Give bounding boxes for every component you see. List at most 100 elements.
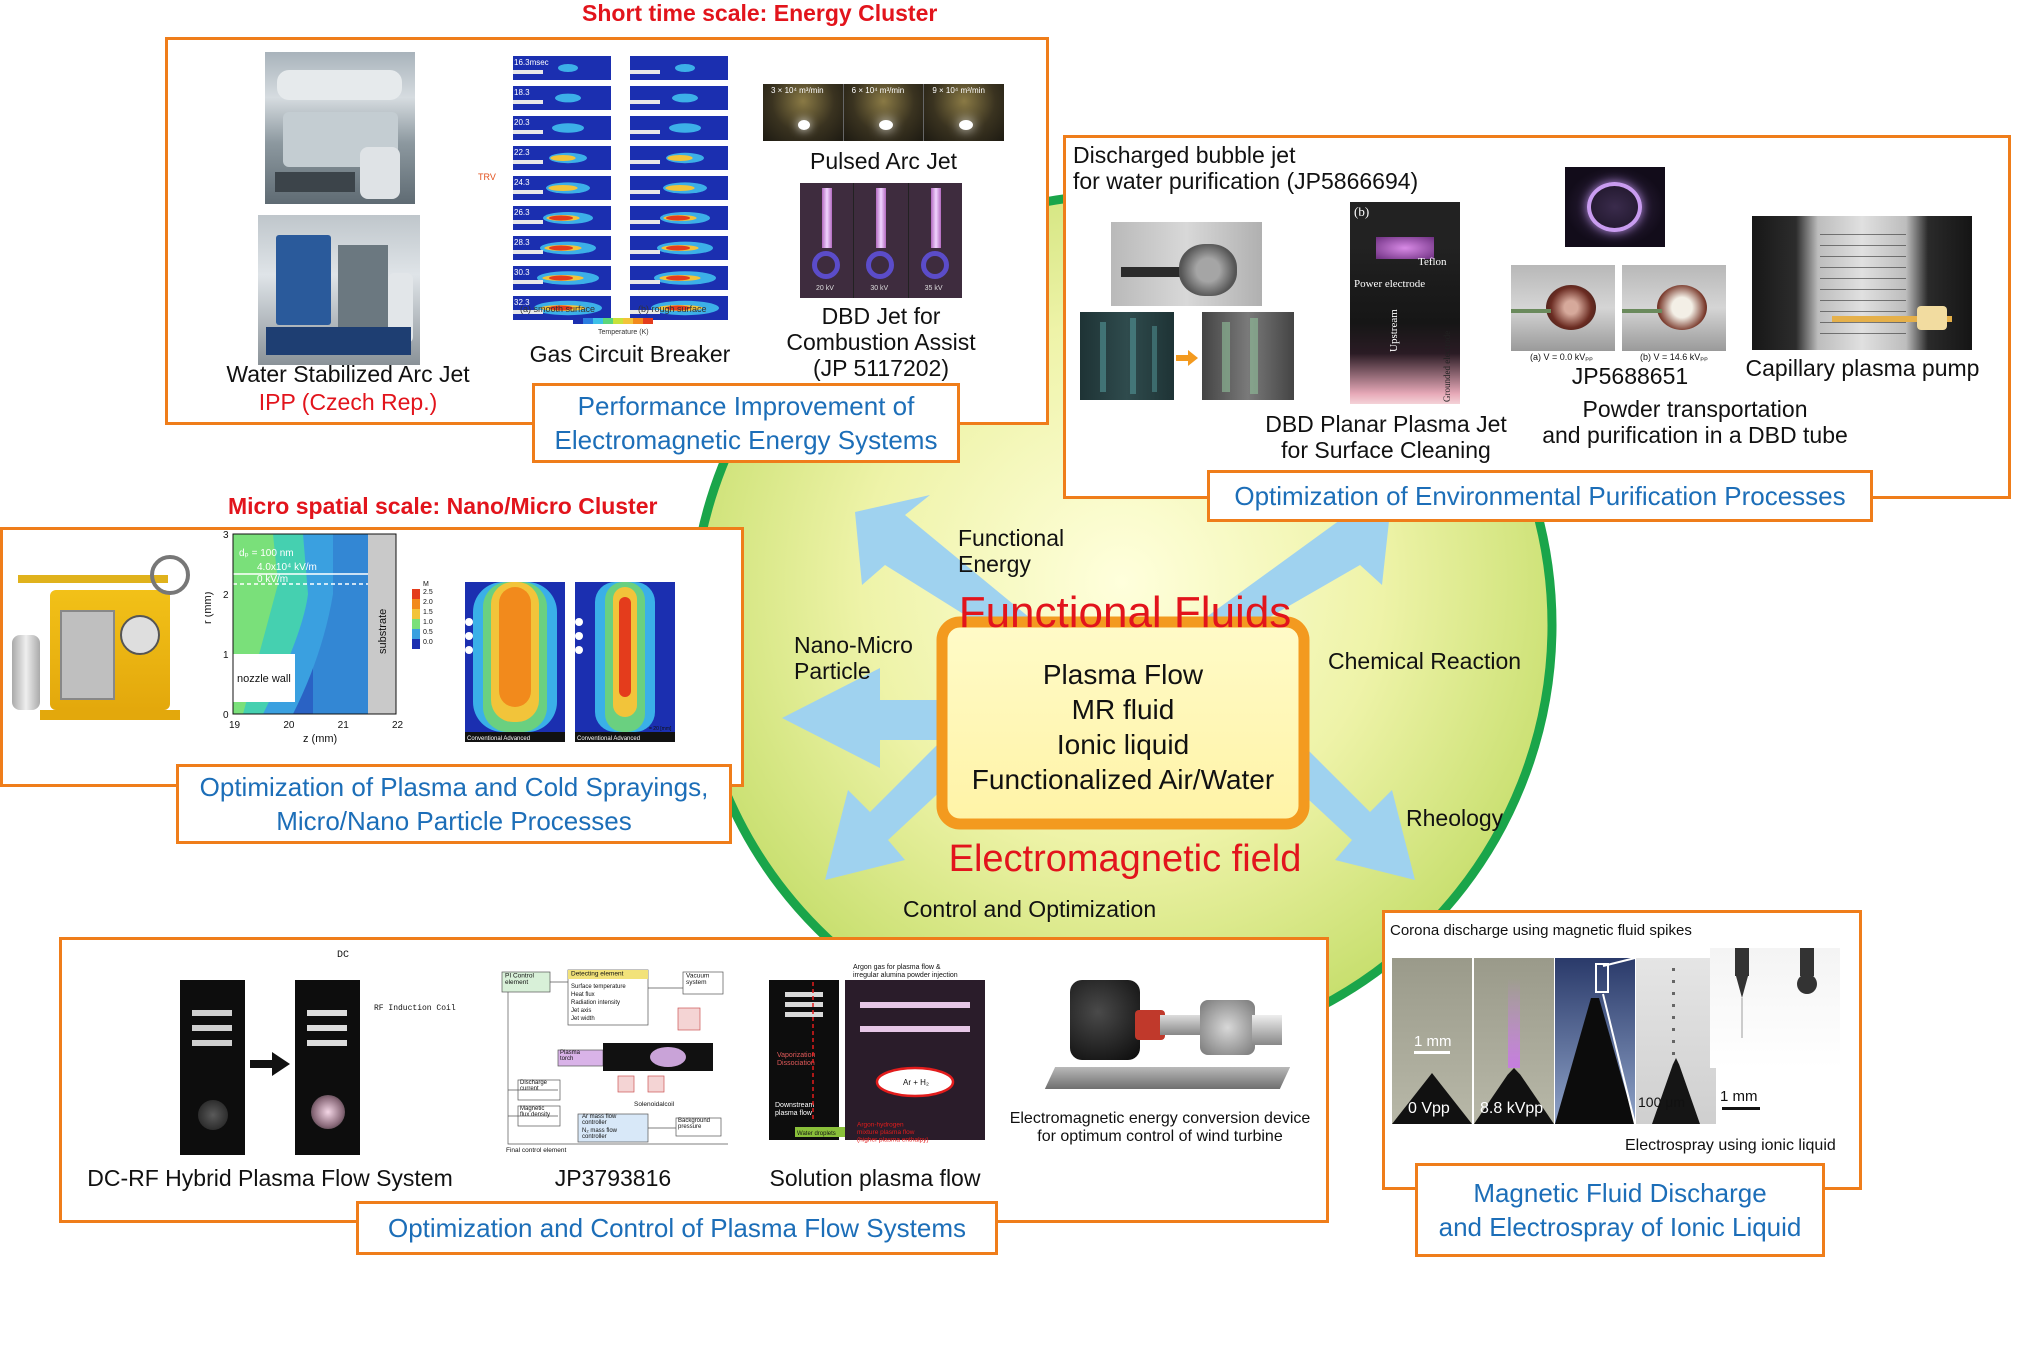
energy-cluster-title: Short time scale: Energy Cluster (582, 0, 938, 26)
block-ar-text: Ar mass flow (582, 1114, 617, 1120)
dbd-label-1: 20 kV (816, 285, 834, 292)
dcrf-dc-label: DC (337, 950, 350, 961)
block-detect-item: Radiation intensity (571, 1000, 620, 1006)
scale-bar (1722, 1107, 1760, 1110)
gcb-electrode (630, 280, 660, 284)
gcb-core (667, 155, 693, 161)
solution-argon-text: Argon gas for plasma flow & (853, 964, 941, 971)
corona-88kv-photo: 8.8 kVpp (1474, 958, 1554, 1124)
spray-machine-photo (10, 555, 200, 750)
gcb-core (550, 155, 576, 161)
solution-electrode (785, 1012, 823, 1017)
dbd-label-3: 35 kV (924, 285, 943, 292)
block-n2-text: N₂ mass flow (582, 1128, 618, 1134)
plot-ytick: 3 (223, 530, 229, 541)
caption-pulsed: Pulsed Arc Jet (809, 148, 958, 174)
label-environmental: Optimization of Environmental Purificati… (1207, 470, 1873, 522)
solution-vapor-text: Vaporization (777, 1052, 816, 1059)
caption-dbd-planar: DBD Planar Plasma Jet for Surface Cleani… (1265, 411, 1507, 464)
powder-b-label: (b) V = 14.6 kVₚₚ (1640, 352, 1708, 362)
planar-power-label: Power electrode (1354, 278, 1426, 290)
block-pi-text: element (505, 979, 528, 986)
solution-water-text: Water droplets (797, 1131, 836, 1137)
corona-zoom-photo: 100 μm (1636, 958, 1716, 1124)
solution-arh-ellipse (875, 1066, 955, 1098)
block-pi-text: PI Control (505, 973, 534, 980)
center-item-air-water: Functionalized Air/Water (971, 764, 1275, 795)
plot-line2-label: 0 kV/m (257, 574, 288, 585)
powder-tube-b-photo (1622, 265, 1726, 351)
caption-water-arc: Water Stabilized Arc Jet (226, 361, 470, 387)
gcb-simulation: 16.3msec18.320.322.324.326.328.330.332.3… (478, 56, 728, 336)
planar-b-label: (b) (1354, 204, 1370, 219)
caption-dbd-jp: (JP 5117202) (813, 355, 949, 381)
caption-capillary: Capillary plasma pump (1745, 355, 1980, 381)
solution-electrode (785, 1002, 823, 1007)
gcb-plume (552, 123, 584, 133)
gcb-electrode (630, 220, 660, 224)
gcb-electrode (513, 280, 543, 284)
corona-0v-photo: 1 mm 0 Vpp (1392, 958, 1472, 1124)
contour-dot (575, 632, 583, 640)
gcb-plume (675, 64, 695, 72)
gcb-right-label: (b) rough surface (638, 304, 707, 314)
label-performance-improvement: Performance Improvement of Electromagnet… (532, 383, 960, 463)
gcb-time-label: 20.3 (514, 118, 530, 127)
center-item-plasma: Plasma Flow (1042, 659, 1204, 690)
gcb-hot (666, 275, 690, 281)
block-solenoid-text: Solenoidalcoil (634, 1101, 675, 1108)
plot-colorbar-cell (412, 639, 420, 649)
center-items: Plasma Flow MR fluid Ionic liquid Functi… (942, 657, 1304, 797)
plot-colorbar-label: 1.0 (423, 619, 433, 626)
dcrf-before-photo (180, 980, 245, 1155)
water-arc-photo-bottom (258, 215, 420, 365)
gcb-hot (666, 305, 690, 311)
dbd-jet-photo: 20 kV 30 kV 35 kV (800, 183, 962, 298)
gcb-electrode (630, 130, 660, 134)
gcb-hot (666, 245, 690, 251)
planar-ground-label: Grounded electrode (1442, 330, 1452, 402)
electromagnetic-field-title: Electromagnetic field (948, 838, 1302, 880)
gcb-plume (558, 64, 578, 72)
block-vacuum-text: system (686, 979, 707, 986)
plot-dp-label: dₚ = 100 nm (239, 548, 294, 559)
gcb-core (548, 185, 578, 191)
plot-region-4 (313, 534, 368, 714)
contour-dot (465, 646, 473, 654)
gcb-electrode (513, 100, 543, 104)
block-magnetic-text: flux density (520, 1112, 550, 1118)
gcb-colorbar-cell (623, 318, 633, 324)
electrospray-2-photo (1775, 948, 1840, 1068)
label-chemical-reaction: Chemical Reaction (1328, 648, 1522, 674)
gcb-electrode (630, 160, 660, 164)
center-item-ionic: Ionic liquid (1056, 729, 1190, 760)
electrospray-label: Electrospray using ionic liquid (1625, 1137, 1836, 1154)
block-discharge-text: current (520, 1086, 539, 1092)
gcb-time-label: 28.3 (514, 238, 530, 247)
gcb-time-label: 22.3 (514, 148, 530, 157)
solution-argon-text: irregular alumina powder injection (853, 972, 958, 979)
contour-dot (575, 646, 583, 654)
nozzle-wall-rect (233, 654, 295, 702)
bubble-photo (1111, 222, 1262, 306)
caption-dbd-jet: DBD Jet for Combustion Assist (786, 303, 976, 356)
gcb-time-label: 24.3 (514, 178, 530, 187)
block-detect-header (568, 970, 648, 979)
solution-plasma-diagram: Argon gas for plasma flow &irregular alu… (765, 962, 990, 1157)
gcb-electrode (630, 70, 660, 74)
block-detect-item: Heat flux (571, 992, 595, 998)
gcb-colorbar-cell (583, 318, 593, 324)
gcb-electrode (630, 190, 660, 194)
planar-teflon-label: Teflon (1418, 256, 1447, 268)
gcb-electrode (513, 310, 543, 314)
pulsed-label-2: 6 × 10⁴ m³/min (851, 86, 905, 95)
plot-line1-label: 4.0x10⁴ kV/m (257, 562, 317, 573)
contour-footer (575, 732, 675, 742)
gcb-scale-label: Temperature (K) (598, 329, 649, 336)
caption-powder-jp: JP5688651 (1571, 363, 1689, 389)
plot-colorbar-label: 1.5 (423, 609, 433, 616)
block-n2-text: controller (582, 1134, 607, 1140)
